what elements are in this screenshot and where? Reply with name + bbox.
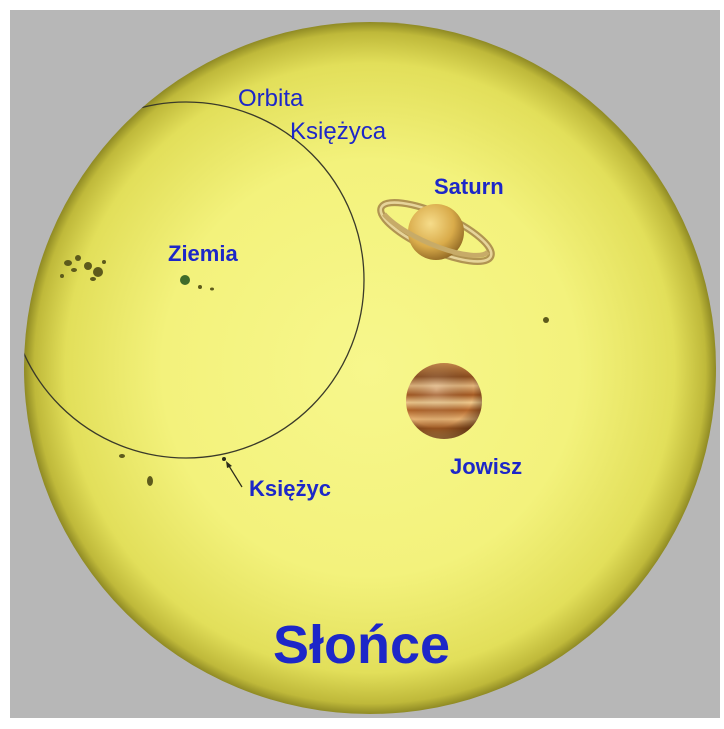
orbit-label-line1: Orbita [238,85,304,112]
jupiter-planet [406,363,482,439]
sun-label: Słońce [273,615,450,675]
moon-label: Księżyc [249,476,331,501]
earth-marker [180,275,190,285]
jupiter-label: Jowisz [450,454,522,479]
sun-disc [24,22,716,714]
earth-label: Ziemia [168,241,238,266]
saturn-label: Saturn [434,174,504,199]
moon-orbit [24,101,365,459]
moon-marker [222,457,226,461]
orbit-label-line2: Księżyca [290,118,387,145]
saturn-planet [377,199,495,265]
sunspots [60,255,549,486]
moon-pointer-arrow [228,465,243,488]
moon-pointer-arrowhead [226,461,232,468]
